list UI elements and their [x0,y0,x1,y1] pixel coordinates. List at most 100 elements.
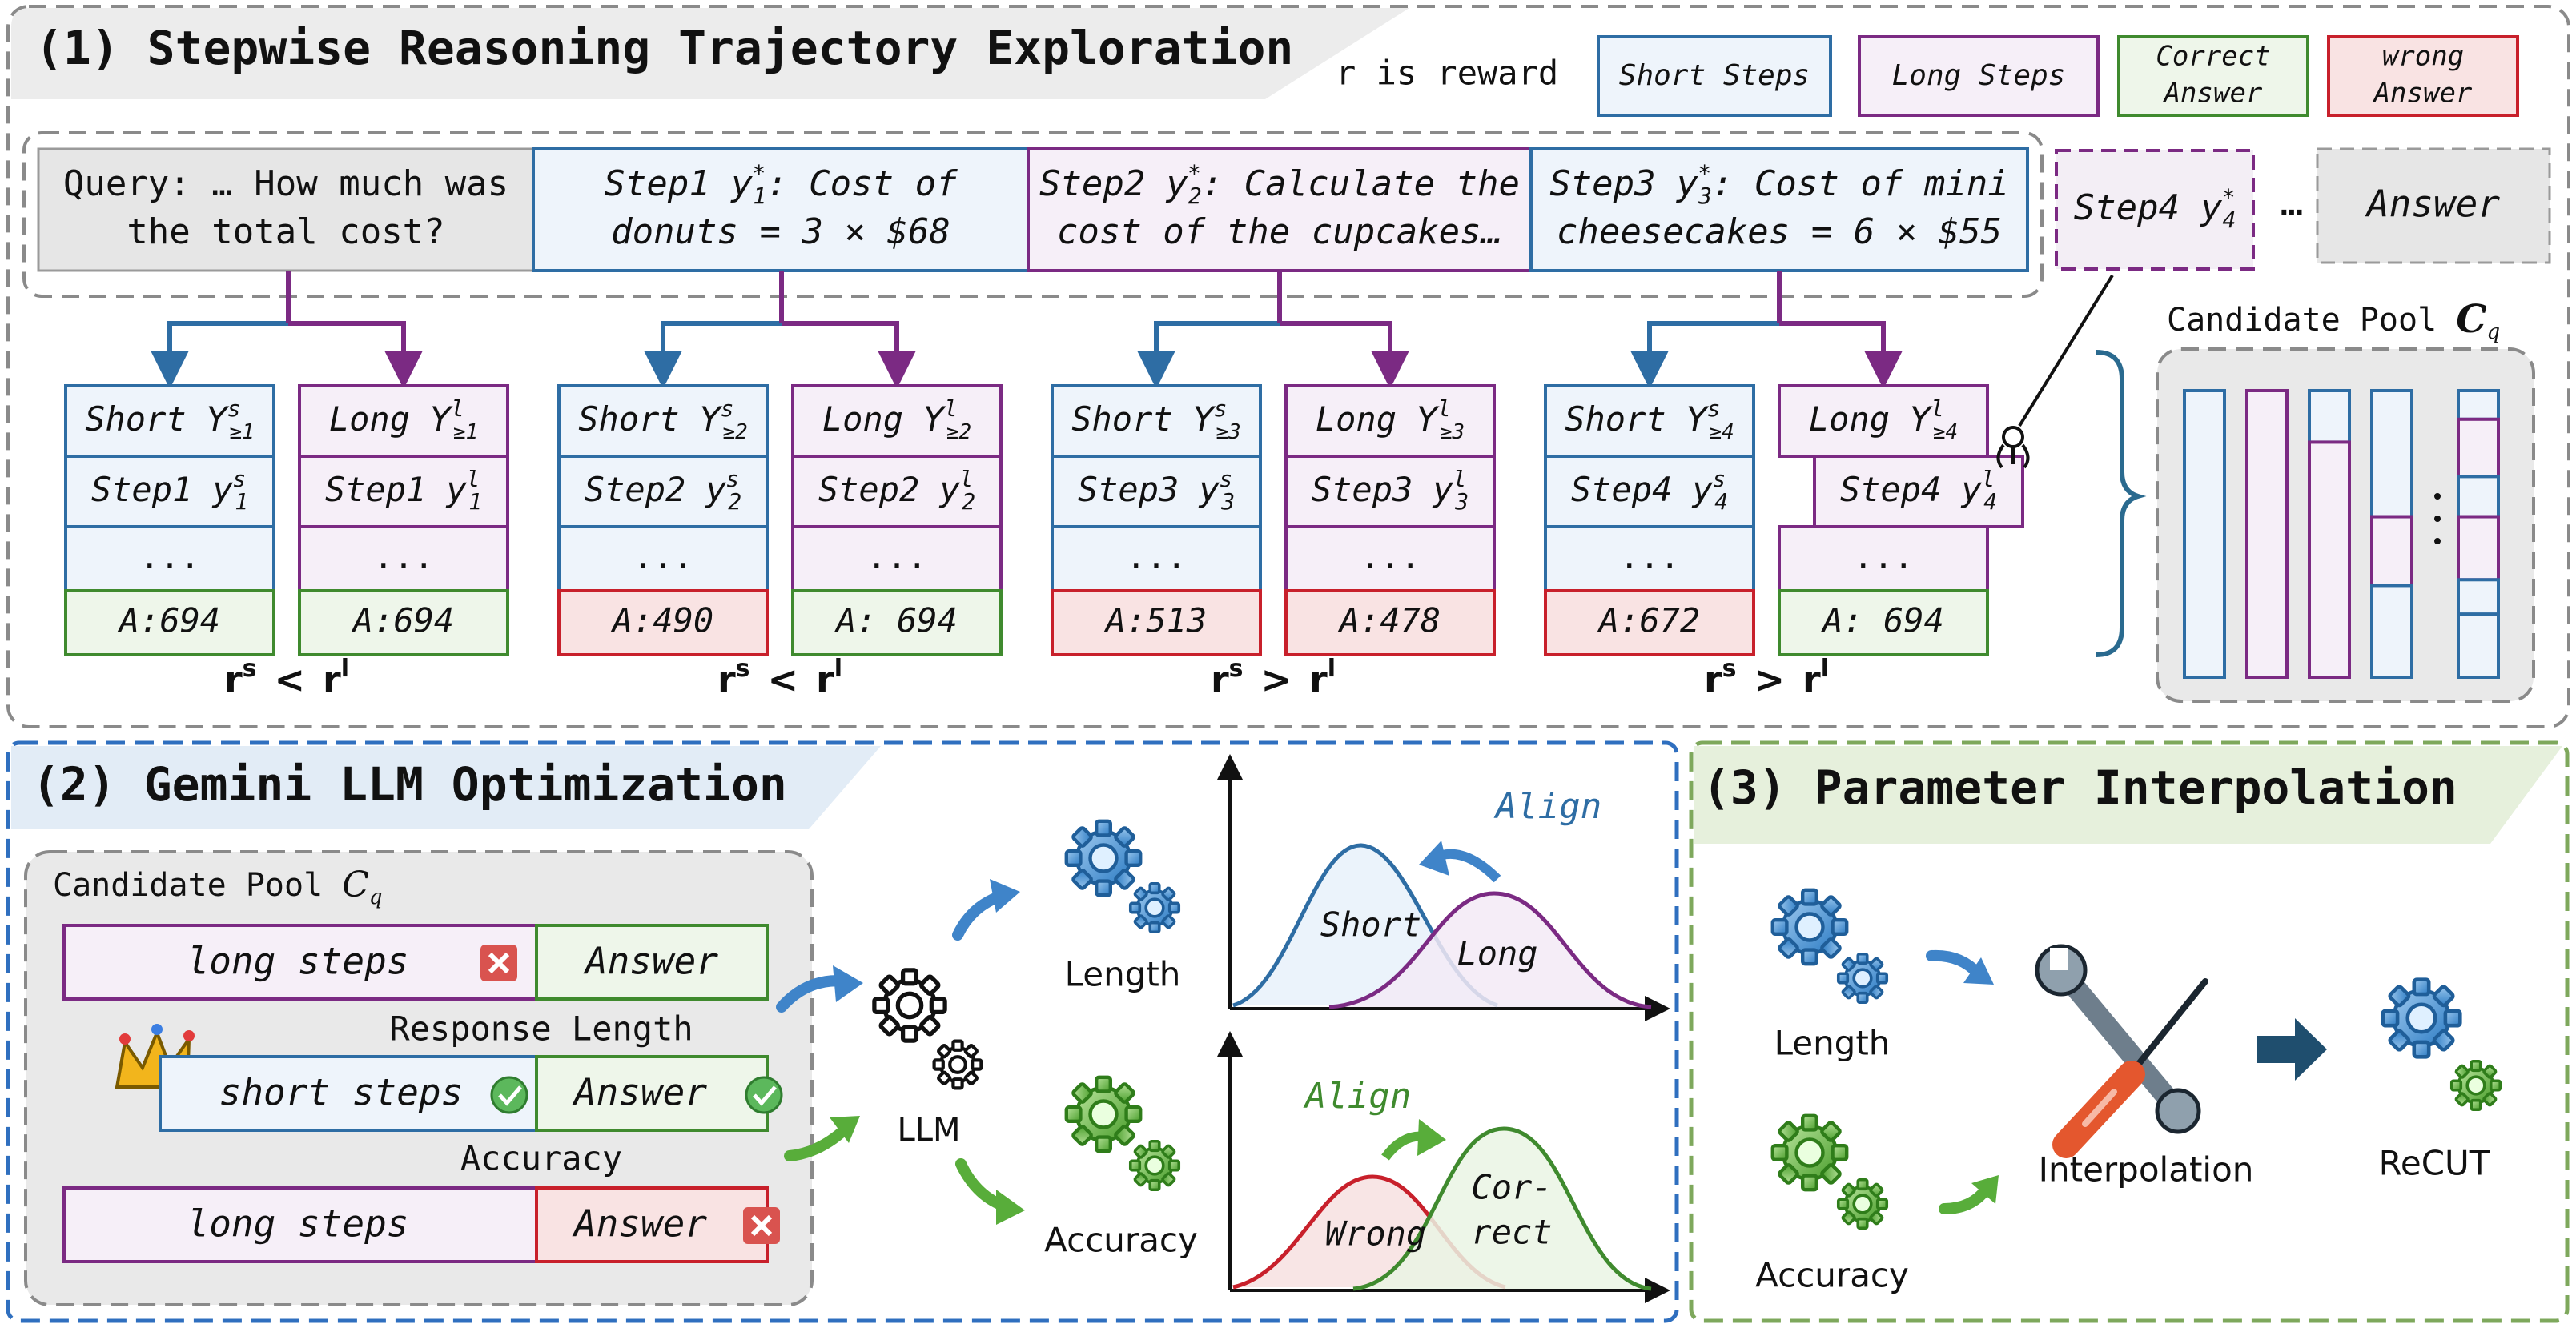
pool-bar-segment [2370,584,2413,679]
branch-arrow-short [1137,271,1282,389]
final-answer-cell [2316,147,2551,264]
length-label: Length [1065,955,1181,994]
pool-row1-answer-label: Answer [583,940,718,983]
pool-row3-steps [62,1186,538,1263]
pool-row3-answer [535,1186,769,1263]
x-mark-icon [480,945,517,981]
step1-line2: donuts = 3 × $68 [611,211,950,252]
reward-comparison: rs<rl [224,655,349,701]
recut-label: ReCUT [2379,1144,2490,1183]
s3-length-gears-icon [1773,890,1889,1005]
step2-line2: cost of the cupcakes… [1057,211,1502,252]
long-ellipsis-cell [1778,525,1989,592]
correct-curve-label-1: Cor- [1471,1168,1552,1207]
short-answer-cell [64,589,275,656]
step4-label: Step4 y*4 [2074,184,2236,233]
short-answer-label: A:490 [610,601,713,640]
reward-comparison: rs>rl [1704,655,1829,701]
long-ellipsis: ... [866,537,927,576]
section-2-title-tab [11,746,881,829]
recut-gears-icon [2383,980,2502,1112]
pool-bar-segment [2245,389,2289,679]
pool-row1-answer [535,924,769,1001]
step-ellipsis: … [2281,180,2304,225]
candidate-pool-bars [2183,389,2500,679]
short-step-cell [557,455,769,528]
step2-line1: Step2 y*2: Calculate the [1039,160,1520,209]
pool-ellipsis-dot [2434,538,2441,544]
long-step-cell [298,455,509,528]
branch-arrow-long [1779,321,1903,389]
legend-correct-line2: Answer [2163,78,2263,110]
long-header-cell [1778,384,1989,458]
long-header-cell [298,384,509,458]
section-1-title-tab [11,8,1409,99]
legend-long-steps [1858,35,2100,117]
pool-bar-segment [2308,440,2351,679]
result-arrow [2257,1018,2327,1081]
long-answer-cell [1284,589,1496,656]
short-header-label: Short Ys≥2 [578,395,748,444]
pool-row2-steps-label: short steps [219,1071,464,1114]
long-ellipsis: ... [1360,537,1421,576]
long-step-cell [1813,455,2024,528]
legend-short-steps [1597,35,1832,117]
align-label-length: Align [1493,786,1601,827]
long-answer-cell [1778,589,1989,656]
accuracy-gears-icon [1067,1077,1181,1192]
step1-line1: Step1 y*1: Cost of [604,160,958,209]
pool-row1-steps [62,924,538,1001]
pool-bar-segment [2308,389,2351,444]
section-2-title: (2) Gemini LLM Optimization [32,757,787,812]
s3-arrow-length [1926,949,1983,979]
pool-bar-segment [2457,612,2500,679]
query-line1: Query: … How much was [63,163,508,204]
pool-ellipsis-dot [2434,493,2441,500]
robot-claw-icon [1996,274,2114,469]
step3-line2: cheesecakes = 6 × $55 [1557,211,2002,252]
section-1-border [6,5,2570,728]
short-answer-cell [1544,589,1755,656]
pool-bar-segment [2457,475,2500,519]
response-length-label: Response Length [389,1009,693,1049]
arrow-green-to-llm [784,1123,851,1161]
long-header-label: Long Yl≥2 [822,395,971,444]
pool-ellipsis-dot [2434,516,2441,522]
short-step-cell [64,455,275,528]
tools-icon [2035,944,2208,1158]
pool-row2-answer-label: Answer [572,1071,707,1114]
legend-wrong-answer [2327,35,2519,117]
short-answer-cell [557,589,769,656]
branch-arrow-short [1630,271,1782,389]
pool-bar-segment [2183,389,2226,679]
short-curve-label: Short [1320,905,1421,945]
pool-bar-segment [2457,515,2500,582]
check-mark-icon [745,1076,783,1114]
interpolation-label: Interpolation [2039,1150,2254,1190]
pool-row3-answer-label: Answer [572,1202,707,1246]
step4-cell [2055,149,2255,271]
section-2-border [6,740,1679,1323]
short-ellipsis-cell [64,525,275,592]
accuracy-row-label: Accuracy [460,1139,622,1178]
long-step-cell [791,455,1003,528]
short-ellipsis-cell [1051,525,1262,592]
long-ellipsis-cell [298,525,509,592]
step3-line1: Step3 y*3: Cost of mini [1549,160,2009,209]
legend-correct-line1: Correct [2156,41,2270,73]
long-answer-label: A: 694 [1820,601,1944,640]
short-header-cell [1051,384,1262,458]
s3-length-label: Length [1774,1024,1891,1063]
llm-label: LLM [897,1112,960,1149]
branch-arrow-short [644,271,784,389]
s3-accuracy-gears-icon [1773,1116,1889,1230]
short-ellipsis-cell [1544,525,1755,592]
short-ellipsis: ... [633,537,693,576]
long-answer-cell [791,589,1003,656]
legend-long-steps-label: Long Steps [1892,59,2066,92]
